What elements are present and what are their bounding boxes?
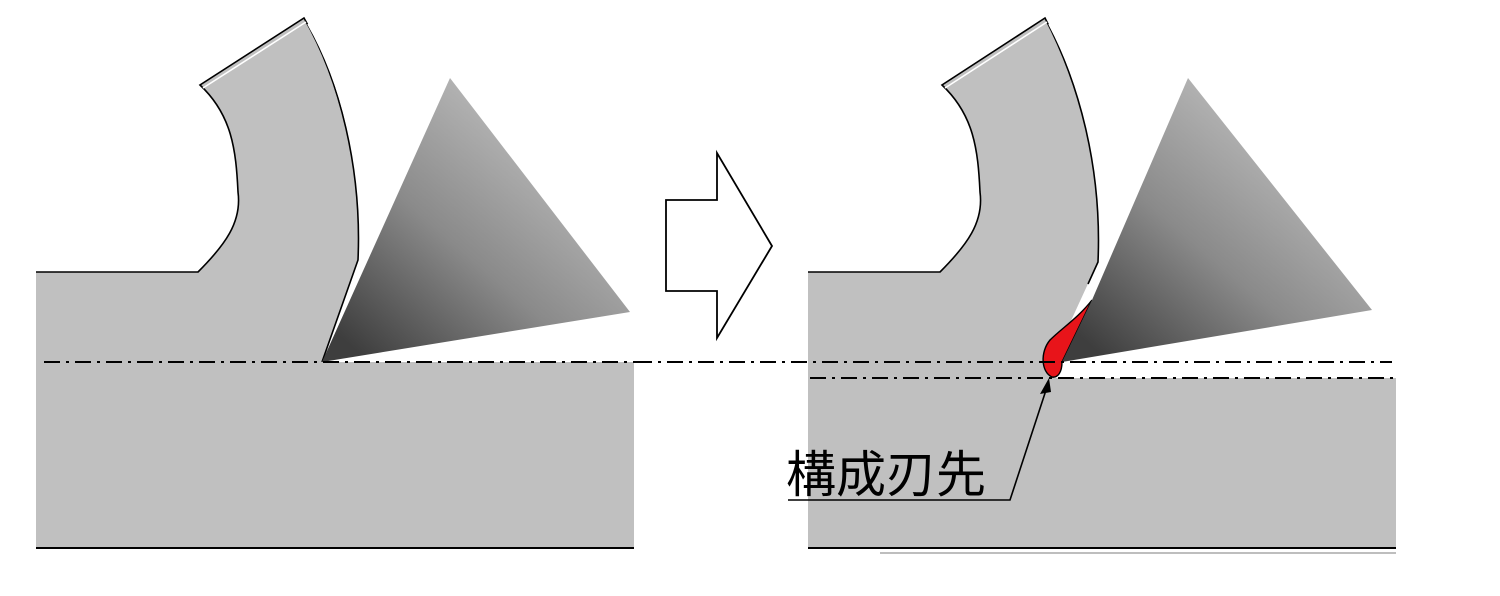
workpiece-uncut-layer-left bbox=[36, 18, 359, 362]
workpiece-base-right bbox=[808, 378, 1396, 548]
workpiece-uncut-layer-right bbox=[808, 18, 1099, 362]
built-up-edge-label: 構成刃先 bbox=[786, 446, 986, 504]
panel-after: 構成刃先 bbox=[636, 16, 1396, 554]
chip-highlight-right bbox=[944, 21, 1103, 263]
chip-outline-left bbox=[36, 16, 360, 363]
cutting-tool-left bbox=[322, 78, 630, 362]
panel-before bbox=[36, 16, 636, 549]
workpiece-base-left bbox=[36, 362, 634, 548]
cutting-tool-right bbox=[1062, 78, 1372, 362]
chip-outline-right bbox=[808, 16, 1100, 285]
built-up-edge-deposit bbox=[1042, 299, 1093, 378]
transition-arrow bbox=[665, 149, 774, 342]
workpiece-step-right bbox=[808, 362, 1054, 380]
label-leader-arrowhead bbox=[1040, 378, 1051, 394]
chip-highlight-left bbox=[202, 21, 363, 263]
label-leader-line bbox=[788, 383, 1049, 501]
